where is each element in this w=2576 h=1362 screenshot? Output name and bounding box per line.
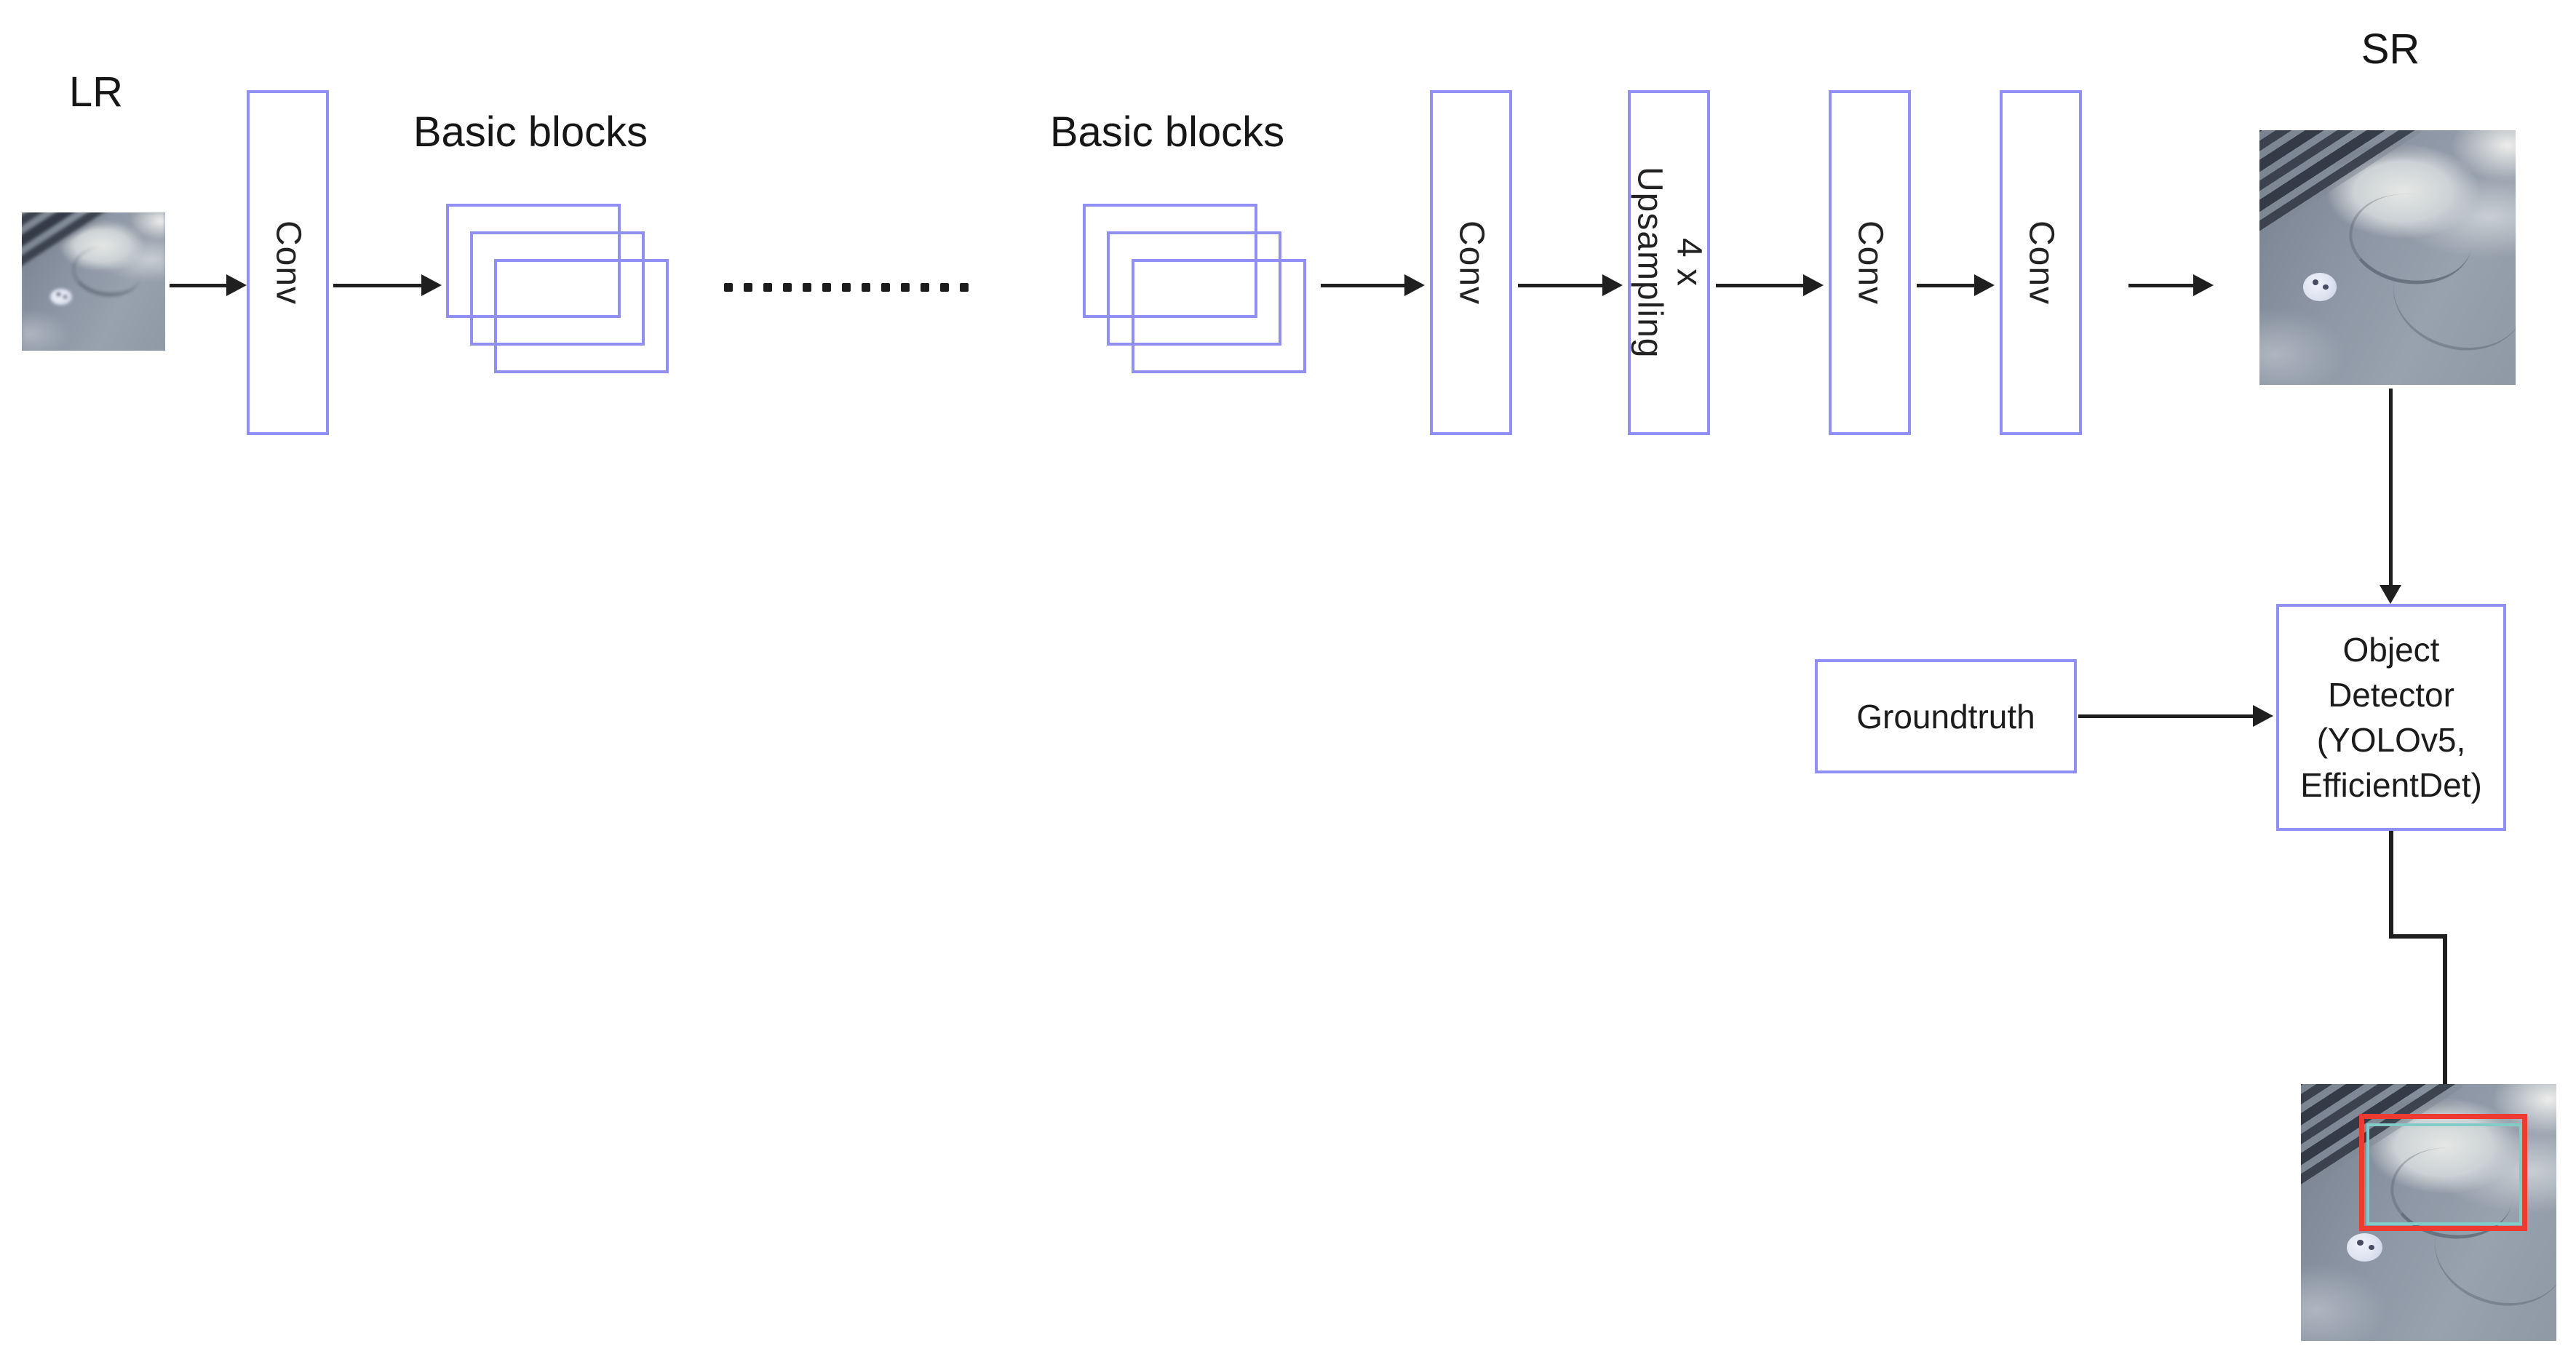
road-marker-disc [2302, 273, 2337, 301]
basic-block-rect [494, 259, 669, 373]
groundtruth-bbox [2366, 1123, 2522, 1225]
basic-block-rect [1107, 231, 1281, 346]
road-marker-disc [50, 288, 72, 306]
dot [822, 283, 831, 292]
basic-blocks-1-label: Basic blocks [413, 108, 648, 156]
arrow-conv2-to-upsampling [1518, 274, 1623, 296]
dot [724, 283, 733, 292]
detection-bbox [2359, 1114, 2527, 1231]
dot [881, 283, 890, 292]
conv4-box: Conv [2000, 90, 2082, 435]
upsampling-box: 4 x Upsampling [1628, 90, 1710, 435]
dot [763, 283, 772, 292]
object-detector-line4: EfficientDet) [2300, 766, 2482, 804]
basic-blocks-2-label: Basic blocks [1049, 108, 1285, 156]
road-marker-disc [2347, 1232, 2383, 1262]
arrow-sr-to-detector [2380, 389, 2401, 604]
lr-label: LR [68, 68, 124, 116]
dot [940, 283, 949, 292]
groundtruth-label: Groundtruth [1856, 697, 2035, 736]
dot [862, 283, 870, 292]
connector-jog-right [2389, 934, 2447, 939]
arrow-conv4-to-sr [2128, 274, 2214, 296]
dot [842, 283, 851, 292]
arrow-conv1-to-blocks1 [333, 274, 442, 296]
dot [803, 283, 811, 292]
dot [921, 283, 929, 292]
conv3-label: Conv [1850, 220, 1890, 306]
sr-output-image [2259, 130, 2516, 385]
arrow-upsampling-to-conv3 [1716, 274, 1824, 296]
dot [744, 283, 752, 292]
detection-result-image [2301, 1084, 2556, 1341]
conv1-label: Conv [269, 220, 308, 306]
groundtruth-box: Groundtruth [1815, 659, 2077, 773]
lr-input-image [22, 212, 165, 351]
upsampling-label: 4 x Upsampling [1630, 167, 1709, 358]
conv2-label: Conv [1452, 220, 1491, 306]
conv2-box: Conv [1430, 90, 1512, 435]
object-detector-line1: Object [2342, 631, 2440, 669]
connector-down-to-result [2443, 934, 2447, 1084]
pothole-crack [68, 242, 144, 300]
arrow-lr-to-conv1 [170, 274, 247, 296]
result-pavement-photo [2301, 1084, 2556, 1341]
conv4-label: Conv [2022, 220, 2061, 306]
conv1-box: Conv [247, 90, 329, 435]
dot [960, 283, 969, 292]
arrow-groundtruth-to-detector [2078, 705, 2273, 727]
connector-detector-down [2389, 831, 2393, 939]
conv3-box: Conv [1829, 90, 1911, 435]
dot [901, 283, 910, 292]
object-detector-line3: (YOLOv5, [2316, 721, 2466, 759]
sr-pavement-photo [2259, 130, 2516, 385]
upsampling-label-line1: 4 x [1669, 238, 1709, 287]
object-detector-box: Object Detector (YOLOv5, EfficientDet) [2276, 604, 2506, 831]
basic-block-rect [1132, 259, 1306, 373]
arrow-blocks2-to-conv2 [1321, 274, 1425, 296]
upsampling-label-line2: Upsampling [1630, 167, 1669, 359]
basic-block-rect [470, 231, 645, 346]
sr-label: SR [2361, 25, 2420, 73]
dot [783, 283, 792, 292]
arrow-conv3-to-conv4 [1917, 274, 1995, 296]
object-detector-line2: Detector [2328, 676, 2454, 714]
lr-pavement-photo [22, 212, 165, 351]
continuation-dots [724, 283, 979, 292]
